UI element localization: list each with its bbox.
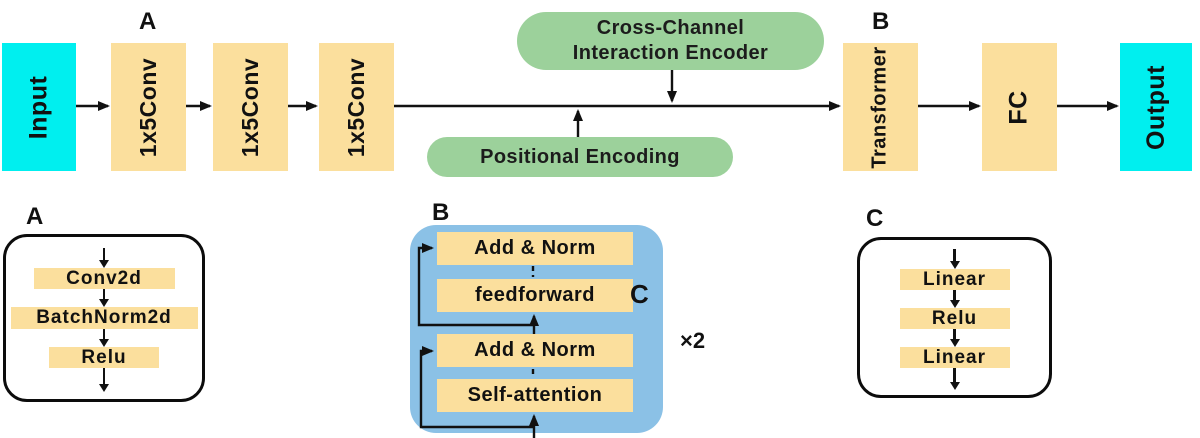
detail-a-frame: Conv2d BatchNorm2d Relu: [3, 234, 205, 402]
repeat-x2-label: ×2: [680, 328, 706, 353]
detail-b-c-marker: C: [630, 279, 649, 309]
detail-a-step-conv2d: Conv2d: [33, 268, 175, 289]
detail-c-step-linear-2: Linear: [899, 347, 1010, 368]
input-label: Input: [24, 75, 53, 139]
detail-b-step-add-norm-1: Add & Norm: [437, 232, 633, 265]
fc-block: FC: [982, 43, 1057, 171]
positional-encoding: Positional Encoding: [427, 137, 733, 177]
detail-c-step-relu: Relu: [899, 308, 1010, 329]
section-label-a: A: [139, 8, 157, 35]
down-arrow-icon: [949, 329, 960, 347]
down-arrow-icon: [99, 368, 109, 392]
conv-block-1: 1x5Conv: [111, 43, 186, 171]
down-arrow-icon: [949, 290, 960, 308]
detail-b-step-feedforward: feedforward: [437, 279, 633, 312]
fc-label: FC: [1004, 89, 1033, 125]
conv-block-1-label: 1x5Conv: [135, 57, 161, 157]
cross-channel-interaction-encoder: Cross-Channel Interaction Encoder: [517, 12, 824, 70]
detail-a-step-batchnorm2d: BatchNorm2d: [10, 307, 198, 329]
down-arrow-icon: [949, 368, 960, 390]
detail-a-label: A: [26, 203, 44, 230]
output-block: Output: [1120, 43, 1192, 171]
input-block: Input: [2, 43, 76, 171]
section-label-b: B: [872, 8, 890, 35]
conv-block-2: 1x5Conv: [213, 43, 288, 171]
transformer-label: Transformer: [869, 45, 891, 169]
detail-c-label: C: [866, 205, 884, 232]
conv-block-3-label: 1x5Conv: [343, 57, 369, 157]
detail-b-label: B: [432, 199, 450, 226]
detail-b-frame: Add & Norm feedforward Add & Norm Self-a…: [410, 225, 663, 433]
transformer-block: Transformer: [843, 43, 918, 171]
output-label: Output: [1141, 64, 1170, 150]
detail-b-step-self-attention: Self-attention: [437, 379, 633, 412]
down-arrow-icon: [949, 249, 960, 269]
conv-block-2-label: 1x5Conv: [237, 57, 263, 157]
detail-b-step-add-norm-2: Add & Norm: [437, 334, 633, 367]
detail-a-step-relu: Relu: [49, 347, 159, 368]
down-arrow-icon: [99, 329, 109, 347]
down-arrow-icon: [99, 289, 109, 307]
detail-c-frame: Linear Relu Linear: [857, 237, 1052, 398]
down-arrow-icon: [99, 248, 109, 268]
detail-c-step-linear-1: Linear: [899, 269, 1010, 290]
conv-block-3: 1x5Conv: [319, 43, 394, 171]
